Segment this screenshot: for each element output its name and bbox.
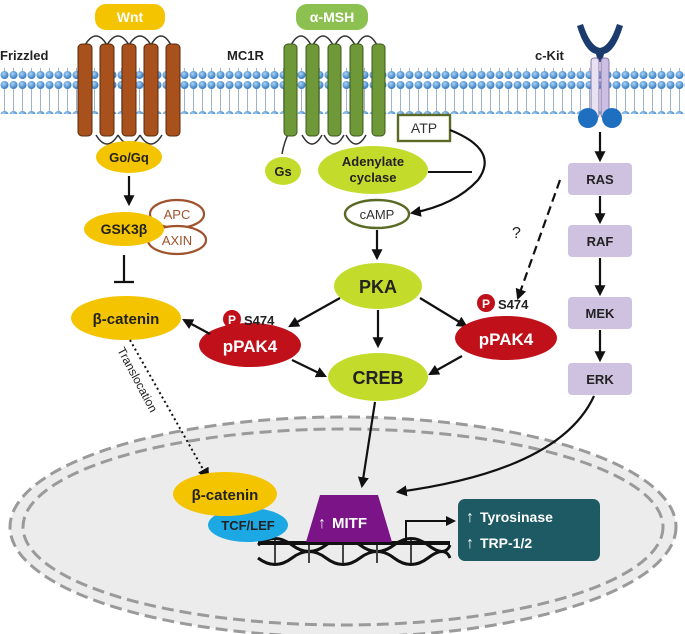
mc1r-label: MC1R (227, 48, 264, 63)
dna-helix (257, 537, 452, 566)
frizzled-label: Frizzled (0, 48, 48, 63)
s474-right-label: S474 (498, 297, 529, 312)
ckit-receptor (577, 24, 623, 128)
arrow-erk-mitf (395, 395, 595, 497)
wnt-ligand (95, 4, 165, 30)
ppak4-right-label: pPAK4 (479, 330, 534, 349)
arrow-pka-ppak4-left (288, 297, 341, 328)
arrow-ppak4-left-creb (291, 359, 327, 378)
ras-node (568, 163, 632, 195)
pka-label: PKA (359, 277, 397, 297)
gogq-label: Go/Gq (109, 150, 149, 165)
ckit-label: c-Kit (535, 48, 565, 63)
arrow-atp-camp (409, 128, 486, 217)
tyrosinase-up-arrow: ↑ (466, 509, 474, 526)
bcatenin-nuclear-node (173, 472, 277, 516)
translocation-arrow (129, 339, 210, 481)
amsh-ligand (296, 4, 368, 30)
camp-label: cAMP (360, 207, 395, 222)
bcatenin-node (71, 296, 181, 340)
phospho-left-label: P (228, 313, 236, 327)
unknown-link-label: ? (512, 225, 521, 242)
tcflef-label: TCF/LEF (221, 518, 274, 533)
mek-node (568, 297, 632, 329)
arrow-ppak4-bcatenin (182, 318, 211, 335)
phospho-right-icon (477, 294, 495, 312)
arrow-creb-mitf (357, 401, 377, 489)
camp-node (343, 198, 411, 230)
erk-label: ERK (586, 372, 614, 387)
creb-label: CREB (352, 368, 403, 388)
atp-label: ATP (411, 120, 437, 136)
adenylate-cyclase-node (318, 146, 428, 194)
bcatenin-nuclear-label: β-catenin (192, 487, 259, 504)
adenylate-cyclase-label-2: cyclase (350, 170, 397, 185)
axin-label: AXIN (162, 233, 192, 248)
gogq-node (96, 141, 162, 173)
atp-node (396, 113, 452, 143)
s474-left-label: S474 (244, 313, 275, 328)
raf-node (568, 225, 632, 257)
mitf-label: MITF (332, 515, 367, 532)
bcatenin-label: β-catenin (93, 311, 160, 328)
pka-node (334, 263, 422, 309)
target-genes-box (458, 499, 600, 561)
ras-label: RAS (586, 172, 614, 187)
apc-label: APC (164, 207, 191, 222)
creb-node (328, 353, 428, 401)
arrow-pka-ppak4-right (419, 297, 468, 328)
mitf-node (306, 495, 392, 542)
arrow-mitf-targets (405, 516, 456, 543)
frizzled-receptor (77, 35, 181, 145)
erk-node (568, 363, 632, 395)
trp-up-arrow: ↑ (466, 535, 474, 552)
mek-label: MEK (586, 306, 616, 321)
inhibition-gsk3b-bcatenin (114, 255, 134, 284)
gsk3b-label: GSK3β (101, 221, 148, 237)
ppak4-left-node (199, 323, 301, 367)
adenylate-cyclase-label-1: Adenylate (342, 154, 404, 169)
mitf-up-arrow: ↑ (318, 515, 326, 532)
tcflef-node (208, 508, 288, 542)
phospho-left-icon (223, 310, 241, 328)
tyrosinase-label: Tyrosinase (480, 509, 553, 525)
raf-label: RAF (587, 234, 614, 249)
ppak4-left-label: pPAK4 (223, 337, 278, 356)
phospho-right-label: P (482, 297, 490, 311)
arrow-ras-ppak4-dashed (515, 179, 562, 301)
mc1r-receptor (281, 35, 386, 155)
amsh-label: α-MSH (310, 9, 354, 25)
arrow-ppak4-right-creb (428, 355, 463, 376)
gsk3b-node (84, 212, 164, 246)
gs-label: Gs (274, 164, 291, 179)
ppak4-right-node (455, 316, 557, 360)
wnt-label: Wnt (117, 9, 144, 25)
trp-label: TRP-1/2 (480, 535, 532, 551)
gs-node (265, 157, 301, 185)
